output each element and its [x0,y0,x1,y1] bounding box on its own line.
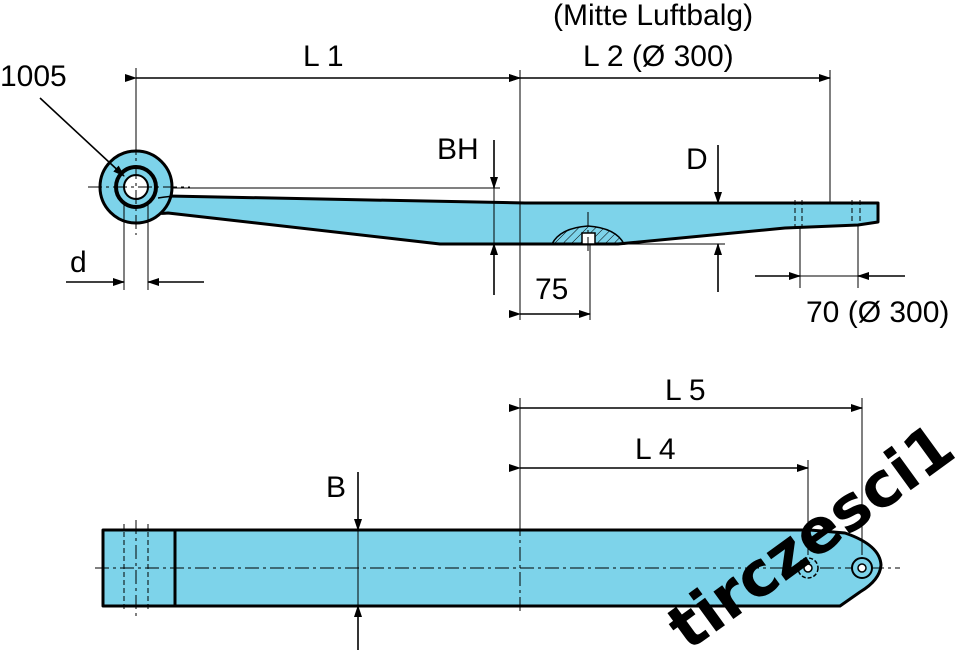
side-view: 1005 L 1 (Mitte Luftbalg) L 2 (Ø 300) BH… [0,0,949,329]
l4-label: L 4 [635,433,676,466]
d-upper-label: D [686,143,708,176]
d-lower-label: d [70,246,87,279]
l1-label: L 1 [303,40,344,73]
l5-label: L 5 [665,374,706,407]
top-view: L 5 L 4 B [95,374,900,650]
l2-label: L 2 (Ø 300) [583,40,734,73]
dim-75-label: 75 [535,273,568,306]
l2-note: (Mitte Luftbalg) [553,0,753,32]
leaf-side-profile [148,194,880,246]
eye-part-number: 1005 [0,60,67,93]
bh-label: BH [437,133,479,166]
dim-70-label: 70 (Ø 300) [806,296,949,329]
b-label: B [326,471,346,504]
